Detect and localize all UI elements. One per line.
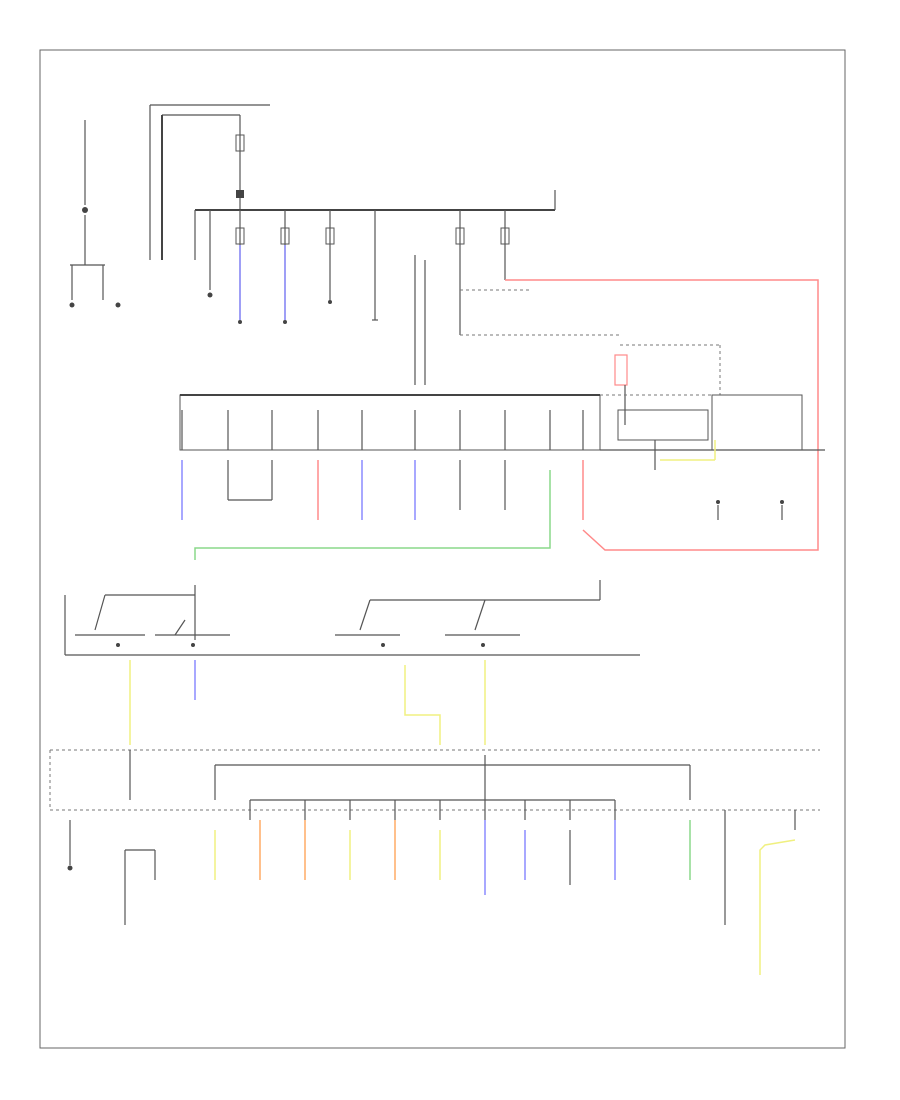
upper-fuse-bus: [194, 190, 556, 324]
fuse-block-middle: [179, 255, 825, 470]
battery-section: [69, 120, 121, 308]
headlamp-relay-circuit: [459, 250, 819, 551]
ignition-output-wires: [129, 660, 486, 745]
fuse-block-middle-fuses: [181, 410, 584, 450]
main-fuse-feed: [149, 104, 270, 260]
lower-fuse-block: [49, 749, 820, 830]
diagram-border: [39, 49, 846, 1049]
ignition-switch: [64, 580, 640, 656]
lower-block-output-wires: [67, 820, 796, 975]
middle-box-output-wires: [181, 460, 784, 560]
